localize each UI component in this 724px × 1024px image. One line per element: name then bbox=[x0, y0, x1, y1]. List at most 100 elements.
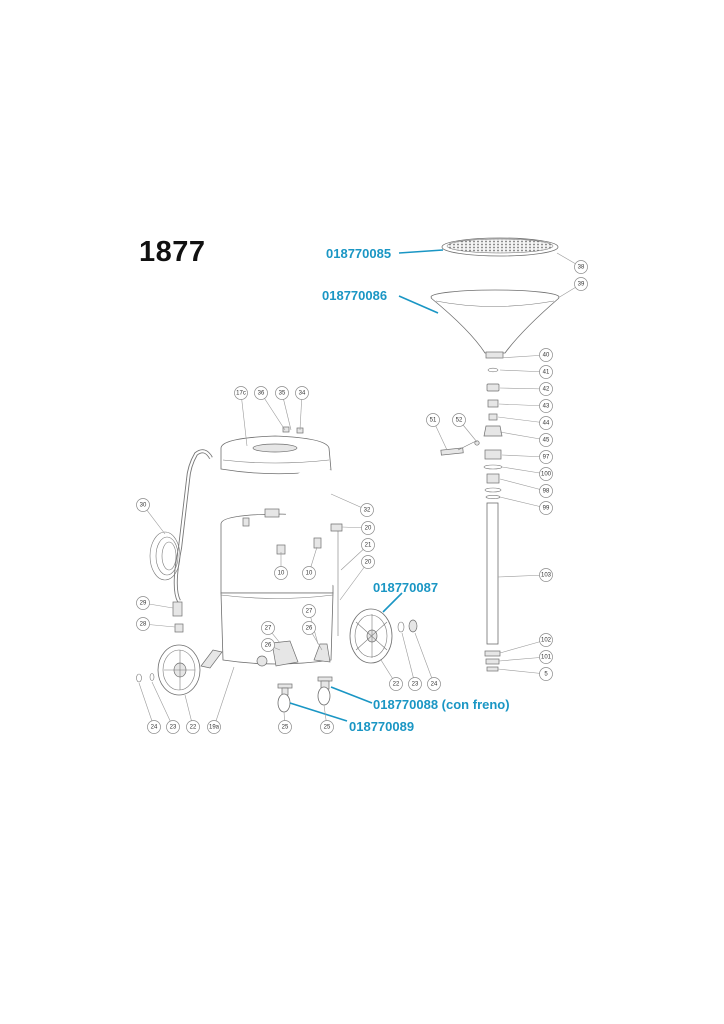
callout-circle bbox=[539, 399, 553, 413]
callout-leader bbox=[499, 639, 547, 654]
callout-99: 99 bbox=[499, 496, 553, 515]
callout-52: 52 bbox=[452, 413, 478, 443]
callout-leader bbox=[499, 478, 547, 492]
tank-handle bbox=[285, 468, 341, 590]
callout-circle bbox=[275, 386, 289, 400]
callout-leader bbox=[260, 392, 286, 431]
callout-leader bbox=[339, 561, 369, 601]
callout-circle bbox=[360, 503, 374, 517]
code-text-funnel: 018770086 bbox=[322, 288, 387, 303]
callout-leader bbox=[501, 454, 547, 458]
callout-number: 25 bbox=[282, 724, 289, 730]
callout-number: 20 bbox=[365, 525, 372, 531]
callout-number: 22 bbox=[190, 724, 197, 730]
code-text-wheel: 018770087 bbox=[373, 580, 438, 595]
callout-circle bbox=[539, 568, 553, 582]
callout-22: 22 bbox=[184, 694, 200, 734]
drain-tube bbox=[484, 502, 501, 672]
callout-30: 30 bbox=[136, 498, 166, 535]
callout-number: 45 bbox=[543, 437, 550, 443]
funnel-part bbox=[430, 289, 560, 359]
callout-circle bbox=[302, 566, 316, 580]
side-fittings bbox=[172, 426, 343, 636]
grid-part bbox=[441, 237, 559, 257]
callout-number: 103 bbox=[541, 572, 552, 578]
callout-number: 44 bbox=[543, 420, 550, 426]
callout-39: 39 bbox=[557, 277, 588, 299]
callout-number: 101 bbox=[541, 654, 552, 660]
code-label-funnel: 018770086 bbox=[322, 288, 439, 314]
callout-40: 40 bbox=[499, 348, 553, 362]
callout-circle bbox=[261, 638, 275, 652]
callout-number: 100 bbox=[541, 471, 552, 477]
callout-circle bbox=[389, 677, 403, 691]
casters bbox=[277, 676, 333, 713]
callout-number: 42 bbox=[543, 386, 550, 392]
callout-number: 20 bbox=[365, 559, 372, 565]
callout-20: 20 bbox=[339, 555, 375, 601]
callout-number: 25 bbox=[324, 724, 331, 730]
callout-circle bbox=[452, 413, 466, 427]
callout-leader bbox=[240, 392, 248, 447]
callout-number: 10 bbox=[278, 570, 285, 576]
callout-leader bbox=[414, 632, 435, 685]
wheel-left bbox=[136, 644, 201, 696]
callout-circle bbox=[274, 566, 288, 580]
callout-number: 29 bbox=[140, 600, 147, 606]
code-label-wheel: 018770087 bbox=[373, 580, 438, 613]
callout-circle bbox=[207, 720, 221, 734]
callout-number: 51 bbox=[430, 417, 437, 423]
callout-circle bbox=[166, 720, 180, 734]
callout-circle bbox=[136, 498, 150, 512]
callout-number: 5 bbox=[544, 671, 548, 677]
callout-44: 44 bbox=[497, 416, 553, 430]
callout-20: 20 bbox=[341, 521, 375, 535]
callout-circle bbox=[539, 667, 553, 681]
callout-number: 39 bbox=[578, 281, 585, 287]
callout-103: 103 bbox=[497, 568, 553, 582]
code-text-caster-brake: 018770088 (con freno) bbox=[373, 697, 510, 712]
callout-41: 41 bbox=[499, 365, 553, 379]
code-label-caster-brake: 018770088 (con freno) bbox=[330, 686, 510, 712]
code-label-grid: 018770085 bbox=[326, 246, 444, 261]
suction-hose bbox=[149, 449, 213, 602]
tank-lid bbox=[220, 435, 332, 475]
callout-leader bbox=[213, 666, 235, 728]
callout-28: 28 bbox=[136, 617, 176, 631]
callout-number: 40 bbox=[543, 352, 550, 358]
callout-number: 30 bbox=[140, 502, 147, 508]
callout-circle bbox=[426, 413, 440, 427]
callout-25: 25 bbox=[320, 704, 334, 734]
callout-32: 32 bbox=[330, 493, 374, 517]
callout-circle bbox=[574, 277, 588, 291]
code-label-caster: 018770089 bbox=[289, 702, 414, 734]
callout-number: 23 bbox=[170, 724, 177, 730]
callout-circle bbox=[186, 720, 200, 734]
callout-number: 35 bbox=[279, 390, 286, 396]
callout-number: 24 bbox=[431, 681, 438, 687]
callout-19a: 19a bbox=[207, 666, 235, 734]
callout-number: 38 bbox=[578, 264, 585, 270]
callout-circle bbox=[254, 386, 268, 400]
callout-circle bbox=[539, 501, 553, 515]
callout-circle bbox=[408, 677, 422, 691]
callout-leader bbox=[497, 668, 547, 675]
callout-26: 26 bbox=[261, 638, 281, 652]
callout-circle bbox=[539, 484, 553, 498]
callout-23: 23 bbox=[401, 632, 422, 691]
callout-circle bbox=[574, 260, 588, 274]
callout-leader bbox=[497, 416, 547, 424]
callout-leader bbox=[498, 403, 547, 407]
callout-circle bbox=[539, 416, 553, 430]
callout-circle bbox=[278, 720, 292, 734]
callout-circle bbox=[539, 467, 553, 481]
callout-10: 10 bbox=[302, 546, 318, 580]
callout-100: 100 bbox=[501, 466, 553, 481]
callout-34: 34 bbox=[295, 386, 309, 431]
callout-number: 28 bbox=[140, 621, 147, 627]
callout-leader bbox=[498, 656, 547, 662]
callout-23: 23 bbox=[151, 681, 180, 734]
callout-24: 24 bbox=[138, 682, 161, 734]
